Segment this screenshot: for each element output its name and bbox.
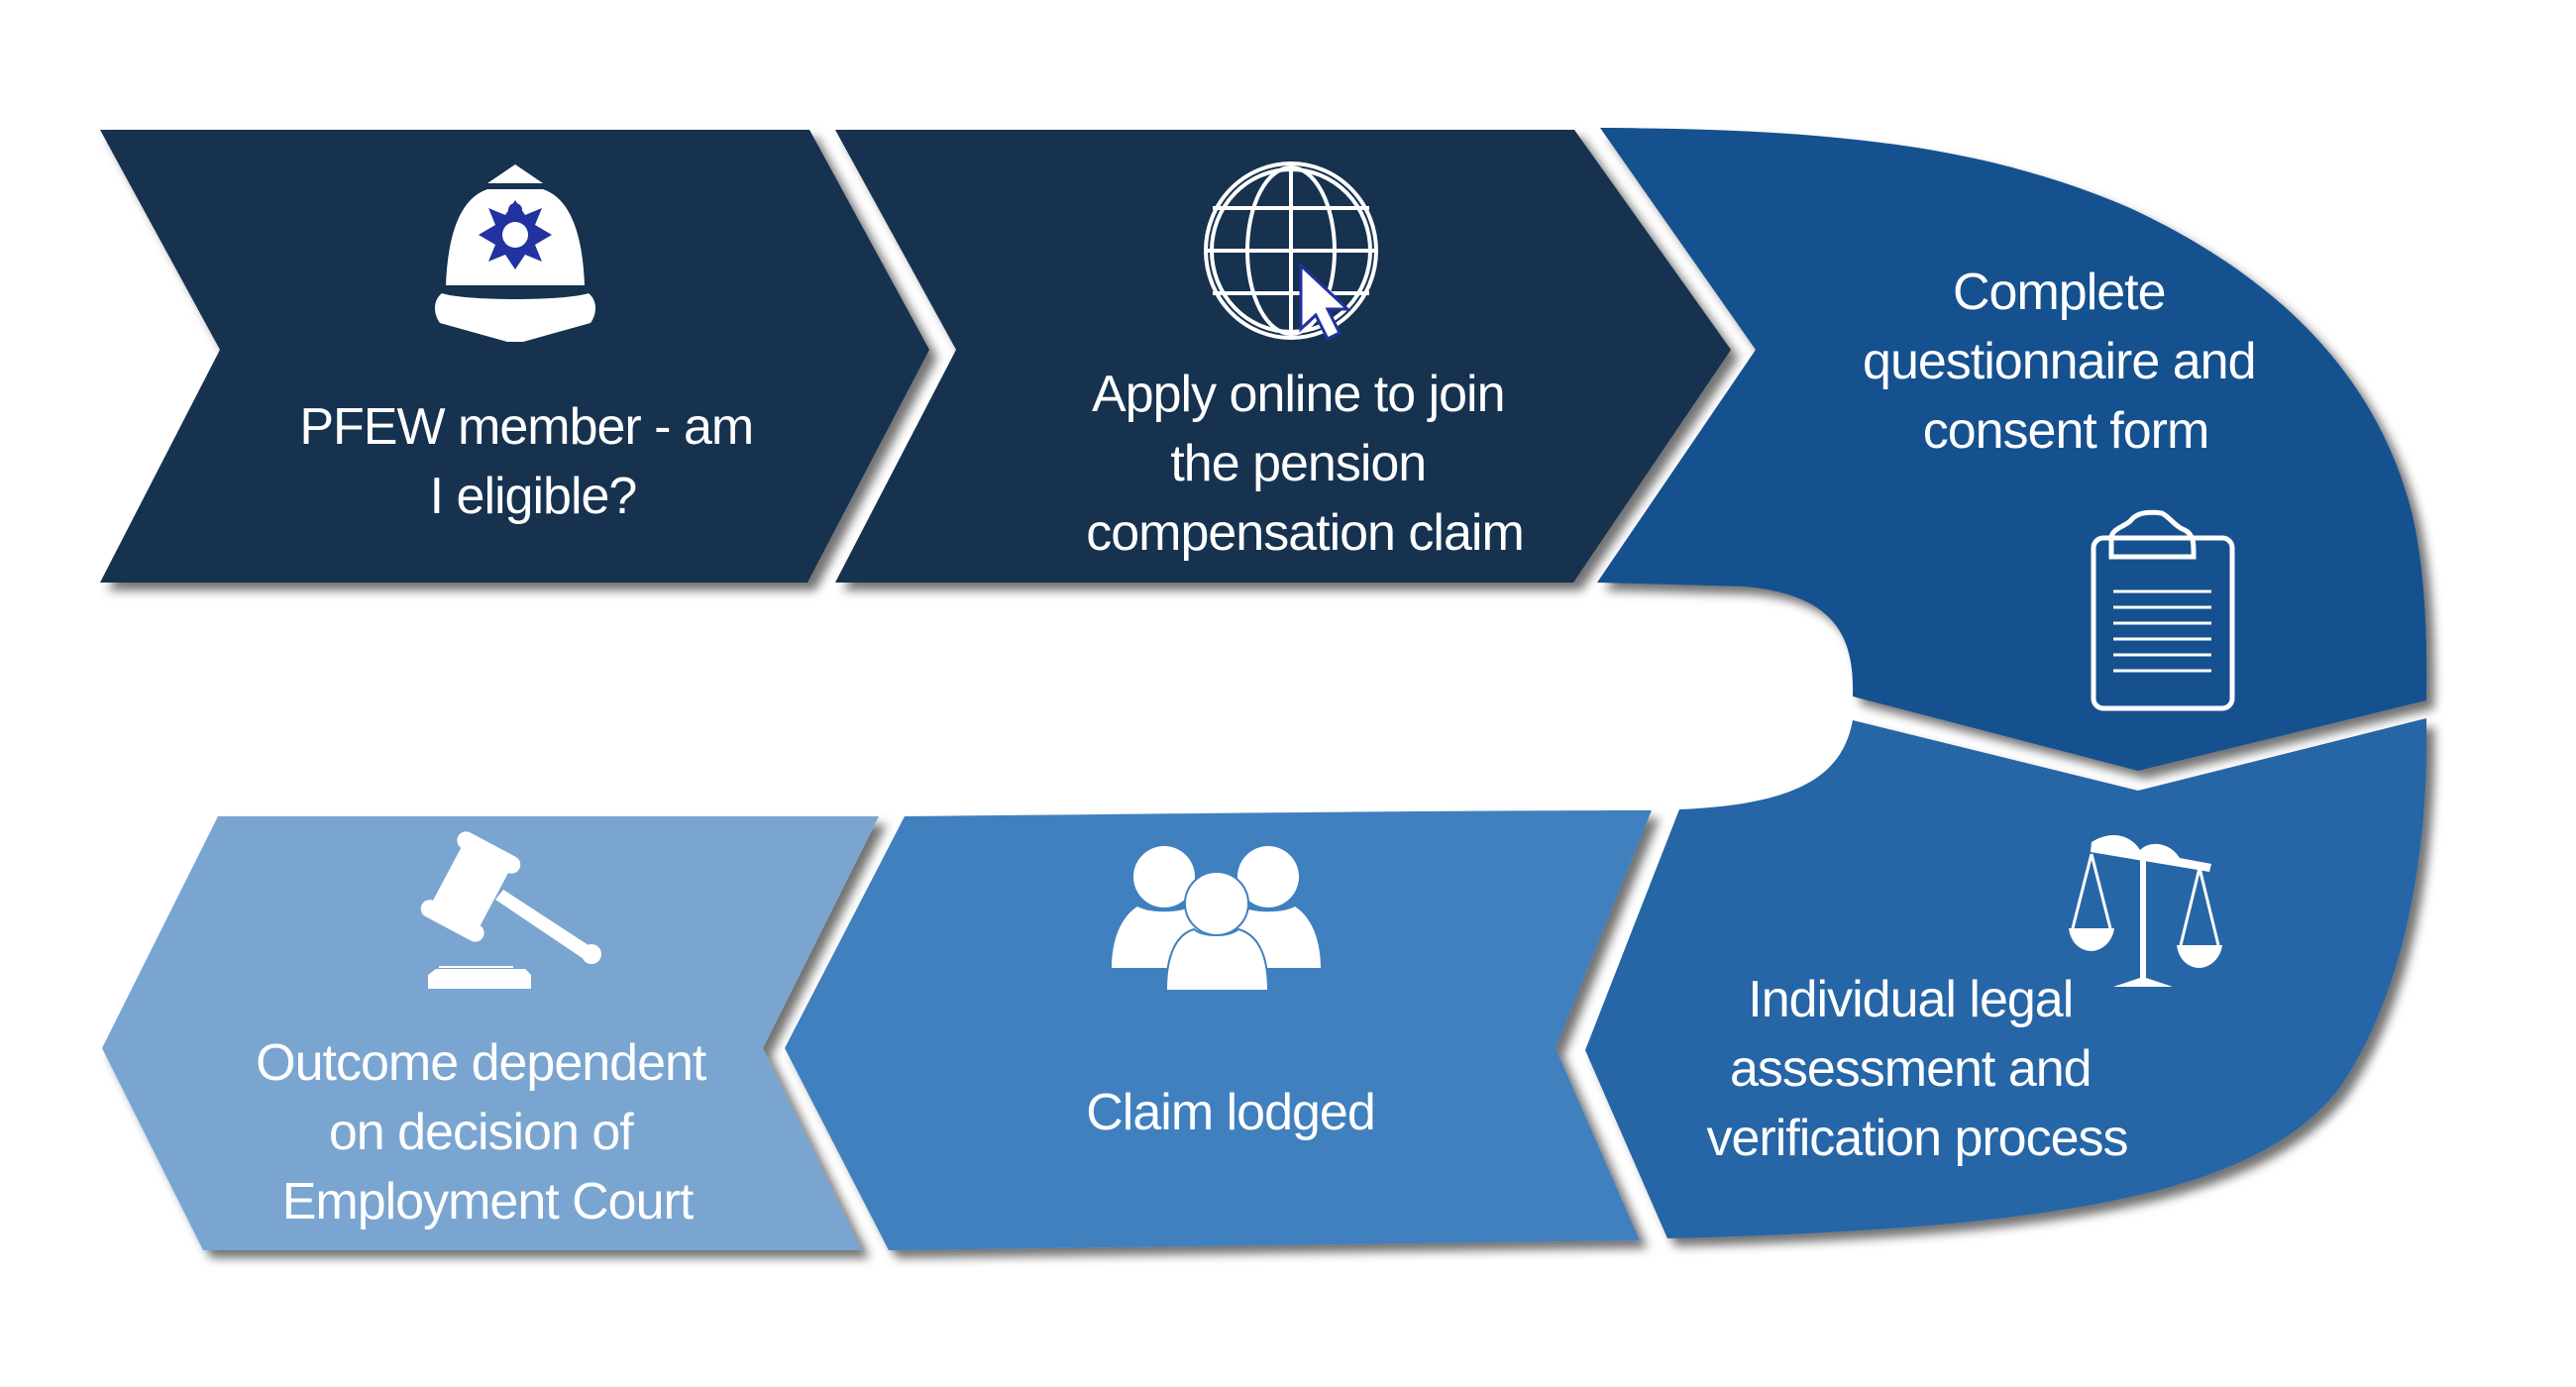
step-1-line-2: I eligible? <box>430 468 637 525</box>
step-5-shape <box>785 810 1652 1250</box>
step-4: Individual legal assessment and verifica… <box>1585 718 2427 1238</box>
step-1-label: PFEW member - am I eligible? <box>299 398 766 525</box>
step-3-shape <box>1597 128 2427 771</box>
step-3: Complete questionnaire and consent form <box>1597 128 2427 771</box>
police-badge <box>479 200 552 269</box>
step-3-line-2: questionnaire and <box>1863 333 2255 390</box>
clipboard-icon <box>2091 509 2235 711</box>
globe-cursor-icon <box>1204 161 1378 342</box>
step-6-line-1: Outcome dependent <box>256 1034 707 1092</box>
step-4-line-3: verification process <box>1706 1110 2127 1167</box>
step-3-line-1: Complete <box>1953 264 2166 321</box>
step-1-line-1: PFEW member - am <box>299 398 753 456</box>
step-5-label: Claim lodged <box>1086 1084 1375 1141</box>
gavel-icon <box>420 831 601 989</box>
step-5: Claim lodged <box>785 810 1652 1250</box>
step-2-line-2: the pension <box>1170 435 1426 492</box>
step-6-line-3: Employment Court <box>282 1173 695 1230</box>
step-3-label: Complete questionnaire and consent form <box>1863 264 2269 460</box>
step-2-label: Apply online to join the pension compens… <box>1086 366 1524 562</box>
police-helmet-icon <box>435 164 595 342</box>
step-4-line-1: Individual legal <box>1748 971 2073 1028</box>
people-group-icon <box>1112 846 1321 992</box>
step-1-shape <box>100 130 929 583</box>
scales-of-justice-icon <box>2069 835 2222 987</box>
step-3-line-3: consent form <box>1923 402 2209 460</box>
step-2-line-1: Apply online to join <box>1092 366 1505 423</box>
step-4-shape <box>1585 718 2427 1238</box>
step-2-shape <box>835 130 1731 583</box>
step-6: Outcome dependent on decision of Employm… <box>102 816 879 1250</box>
step-6-line-2: on decision of <box>329 1104 634 1161</box>
step-4-line-2: assessment and <box>1730 1040 2092 1098</box>
step-1: PFEW member - am I eligible? <box>100 130 929 583</box>
step-6-shape <box>102 816 879 1250</box>
step-6-label: Outcome dependent on decision of Employm… <box>256 1034 719 1230</box>
step-4-label: Individual legal assessment and verifica… <box>1706 971 2127 1167</box>
step-2-line-3: compensation claim <box>1086 504 1524 562</box>
step-2: Apply online to join the pension compens… <box>835 130 1731 583</box>
step-5-line-1: Claim lodged <box>1086 1084 1375 1141</box>
